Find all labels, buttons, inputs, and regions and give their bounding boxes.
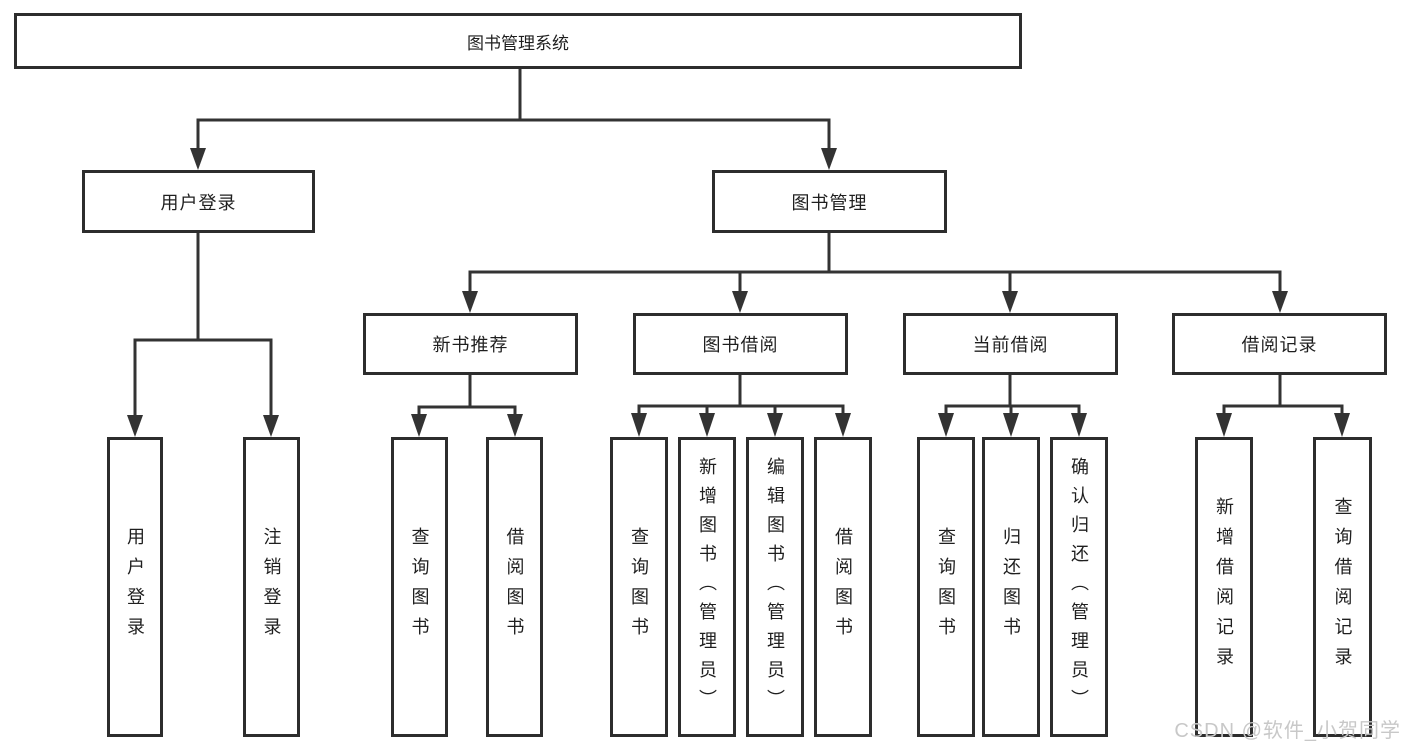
leaf-add-books-admin: 新增图书（管理员） — [678, 437, 736, 737]
leaf-label: 借阅图书 — [504, 527, 525, 647]
leaf-label: 借阅图书 — [833, 527, 853, 647]
leaf-label: 查询图书 — [409, 527, 430, 647]
leaf-query-books-2: 查询图书 — [610, 437, 668, 737]
leaf-logout: 注销登录 — [243, 437, 300, 737]
leaf-label: 注销登录 — [261, 527, 282, 647]
leaf-label: 查询借阅记录 — [1332, 497, 1353, 677]
node-root-system: 图书管理系统 — [14, 13, 1022, 69]
node-current-borrow: 当前借阅 — [903, 313, 1118, 375]
node-new-book-recommend: 新书推荐 — [363, 313, 578, 375]
node-user-login: 用户登录 — [82, 170, 315, 233]
leaf-edit-books-admin: 编辑图书（管理员） — [746, 437, 804, 737]
leaf-label: 编辑图书（管理员） — [765, 456, 785, 718]
leaf-return-books: 归还图书 — [982, 437, 1040, 737]
node-borrow-records: 借阅记录 — [1172, 313, 1387, 375]
leaf-query-books-1: 查询图书 — [391, 437, 448, 737]
leaf-query-borrow-record: 查询借阅记录 — [1313, 437, 1372, 737]
leaf-borrow-books-1: 借阅图书 — [486, 437, 543, 737]
leaf-query-books-3: 查询图书 — [917, 437, 975, 737]
leaf-label: 查询图书 — [936, 527, 956, 647]
csdn-watermark: CSDN @软件_小贺同学 — [1174, 720, 1401, 742]
leaf-confirm-return-admin: 确认归还（管理员） — [1050, 437, 1108, 737]
node-book-management: 图书管理 — [712, 170, 947, 233]
leaf-label: 归还图书 — [1001, 527, 1021, 647]
leaf-label: 新增图书（管理员） — [697, 456, 717, 718]
node-book-borrow: 图书借阅 — [633, 313, 848, 375]
leaf-label: 用户登录 — [125, 527, 145, 647]
leaf-add-borrow-record: 新增借阅记录 — [1195, 437, 1253, 737]
leaf-label: 新增借阅记录 — [1214, 497, 1234, 677]
leaf-label: 确认归还（管理员） — [1069, 456, 1089, 718]
leaf-label: 查询图书 — [629, 527, 649, 647]
leaf-user-login: 用户登录 — [107, 437, 163, 737]
leaf-borrow-books-2: 借阅图书 — [814, 437, 872, 737]
